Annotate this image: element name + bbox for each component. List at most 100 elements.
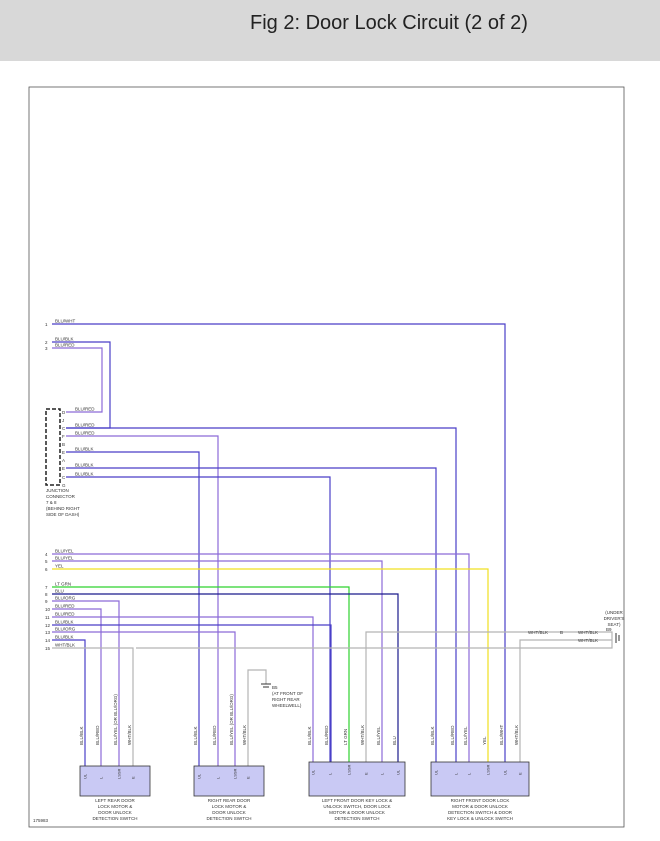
component-name: UNLOCK SWITCH, DOOR LOCK (323, 804, 390, 809)
ground-b9-location: DRIVER'S (604, 616, 625, 621)
wire-ground-b9-c (519, 639, 612, 766)
component-name: RIGHT REAR DOOR (208, 798, 251, 803)
component-wire-label: BLU/RED (212, 725, 217, 745)
wire-yel (52, 568, 489, 766)
component-pin: UL (311, 769, 316, 775)
left-pin-number: 14 (45, 638, 51, 643)
component-wire-label: WHT/BLK (514, 725, 519, 745)
junction-pin-letter: D (62, 410, 66, 415)
component-pin: L (328, 772, 333, 775)
component-name: DOOR UNLOCK (212, 810, 246, 815)
component-name: KEY LOCK & UNLOCK SWITCH (447, 816, 513, 821)
wire-label-bottom: LT GRN (55, 582, 71, 587)
wire-label-bottom: BLU/ORG (55, 627, 76, 632)
left-pin-number: 5 (45, 559, 48, 564)
ground-b5-location: (AT FRONT OF (272, 691, 303, 696)
junction-pin-letter: F (62, 434, 65, 439)
component-name: LOCK MOTOR & (98, 804, 132, 809)
wire-label-bottom: YEL (55, 564, 64, 569)
wire-blu-wht (52, 323, 506, 766)
component-wire-label: WHT/BLK (242, 725, 247, 745)
page-title: Fig 2: Door Lock Circuit (2 of 2) (250, 12, 528, 34)
component-box (79, 765, 151, 797)
figure-number: 175983 (33, 818, 49, 823)
component-wire-label: BLU/WHT (499, 724, 504, 745)
component-name: DETECTION SWITCH & DOOR (448, 810, 513, 815)
junction-pin-letter: E (62, 450, 65, 455)
component-box (430, 761, 530, 797)
component-box (308, 761, 406, 797)
component-name: LEFT REAR DOOR (95, 798, 135, 803)
ground-b9-wire-label: WHT/BLK (578, 638, 598, 643)
left-pin-number: 1 (45, 322, 48, 327)
component-pin: E (518, 772, 523, 775)
junction-wire-label: BLU/BLK (75, 447, 94, 452)
component-pin: UL (396, 769, 401, 775)
component-pin: L (216, 776, 221, 779)
left-pin-number: 3 (45, 346, 48, 351)
junction-pin-letter: C (62, 475, 66, 480)
junction-pin-letter: C (62, 426, 66, 431)
component-pin: UL (83, 773, 88, 779)
junction-pin-letter: G (62, 483, 66, 488)
component-wire-label: BLU/BLK (307, 726, 312, 745)
component-pin: LSSR (117, 768, 122, 779)
wire-label-bottom: BLU/ORG (55, 596, 76, 601)
junction-wire-label: BLU/BLK (75, 463, 94, 468)
ground-b9-wire-label: WHT/BLK (528, 630, 548, 635)
ground-b9-id: B9 (606, 627, 612, 632)
component-pin: E (364, 772, 369, 775)
wire-ground-b5 (247, 669, 267, 766)
component-wire-label: BLU/RED (450, 725, 455, 745)
wire-blu-yel-rf (52, 553, 470, 766)
left-pin-number: 2 (45, 340, 48, 345)
junction-connector (45, 408, 61, 486)
left-pin-number: 9 (45, 599, 48, 604)
ground-b9-pin: B (560, 630, 563, 635)
component-name: LEFT FRONT DOOR KEY LOCK & (322, 798, 392, 803)
wire-label-bottom: WHT/BLK (55, 643, 75, 648)
wire-ground-b9-b (365, 631, 613, 766)
junction-wire-label: BLU/RED (75, 423, 95, 428)
wire-lt-grn (52, 586, 350, 766)
left-pin-number: 8 (45, 592, 48, 597)
left-pin-number: 13 (45, 630, 51, 635)
wire-jc-e-rf (66, 467, 437, 766)
component-wire-label: BLU/RED (95, 725, 100, 745)
diagram-frame (28, 86, 625, 828)
ground-b9-location: SEAT) (608, 622, 621, 627)
wire-blu-red-lr (52, 608, 102, 766)
left-pin-number: 15 (45, 646, 51, 651)
left-pin-number: 4 (45, 552, 48, 557)
component-pin: L (99, 776, 104, 779)
ground-b5-id: B5 (272, 685, 278, 690)
left-pin-number: 10 (45, 607, 51, 612)
component-pin: L (467, 772, 472, 775)
wire-blu-red-top (52, 347, 103, 413)
wire-jc-c-rf (66, 427, 457, 766)
component-box (193, 765, 265, 797)
junction-connector-label: CONNECTOR (46, 494, 76, 499)
wire-wht-blk-lr (52, 647, 134, 766)
wire-blu-blk-lf (52, 624, 332, 766)
wire-label-bottom: BLU/YEL (55, 549, 74, 554)
wire-label-bottom: BLU/RED (55, 612, 75, 617)
component-wire-label: BLU/BLK (430, 726, 435, 745)
component-name: DETECTION SWITCH (93, 816, 138, 821)
wire-label-bottom: BLU (55, 589, 64, 594)
component-name: LOCK MOTOR & (212, 804, 246, 809)
wires-layer (52, 323, 613, 766)
wire-jc-f-rr (66, 435, 219, 766)
left-pin-number: 12 (45, 623, 51, 628)
wire-blu-red-lf (52, 616, 314, 766)
component-pin: LSSR (486, 764, 491, 775)
wire-blu-org-lr (52, 600, 120, 766)
component-wire-label: BLU/RED (324, 725, 329, 745)
wire-label-top: BLU/WHT (55, 319, 76, 324)
component-wire-label: LT GRN (343, 729, 348, 745)
component-name: DETECTION SWITCH (207, 816, 252, 821)
junction-connector-label: JUNCTION (46, 488, 69, 493)
wire-blu-yel-lf (52, 560, 383, 766)
header-bar: Fig 2: Door Lock Circuit (2 of 2) (0, 0, 660, 61)
